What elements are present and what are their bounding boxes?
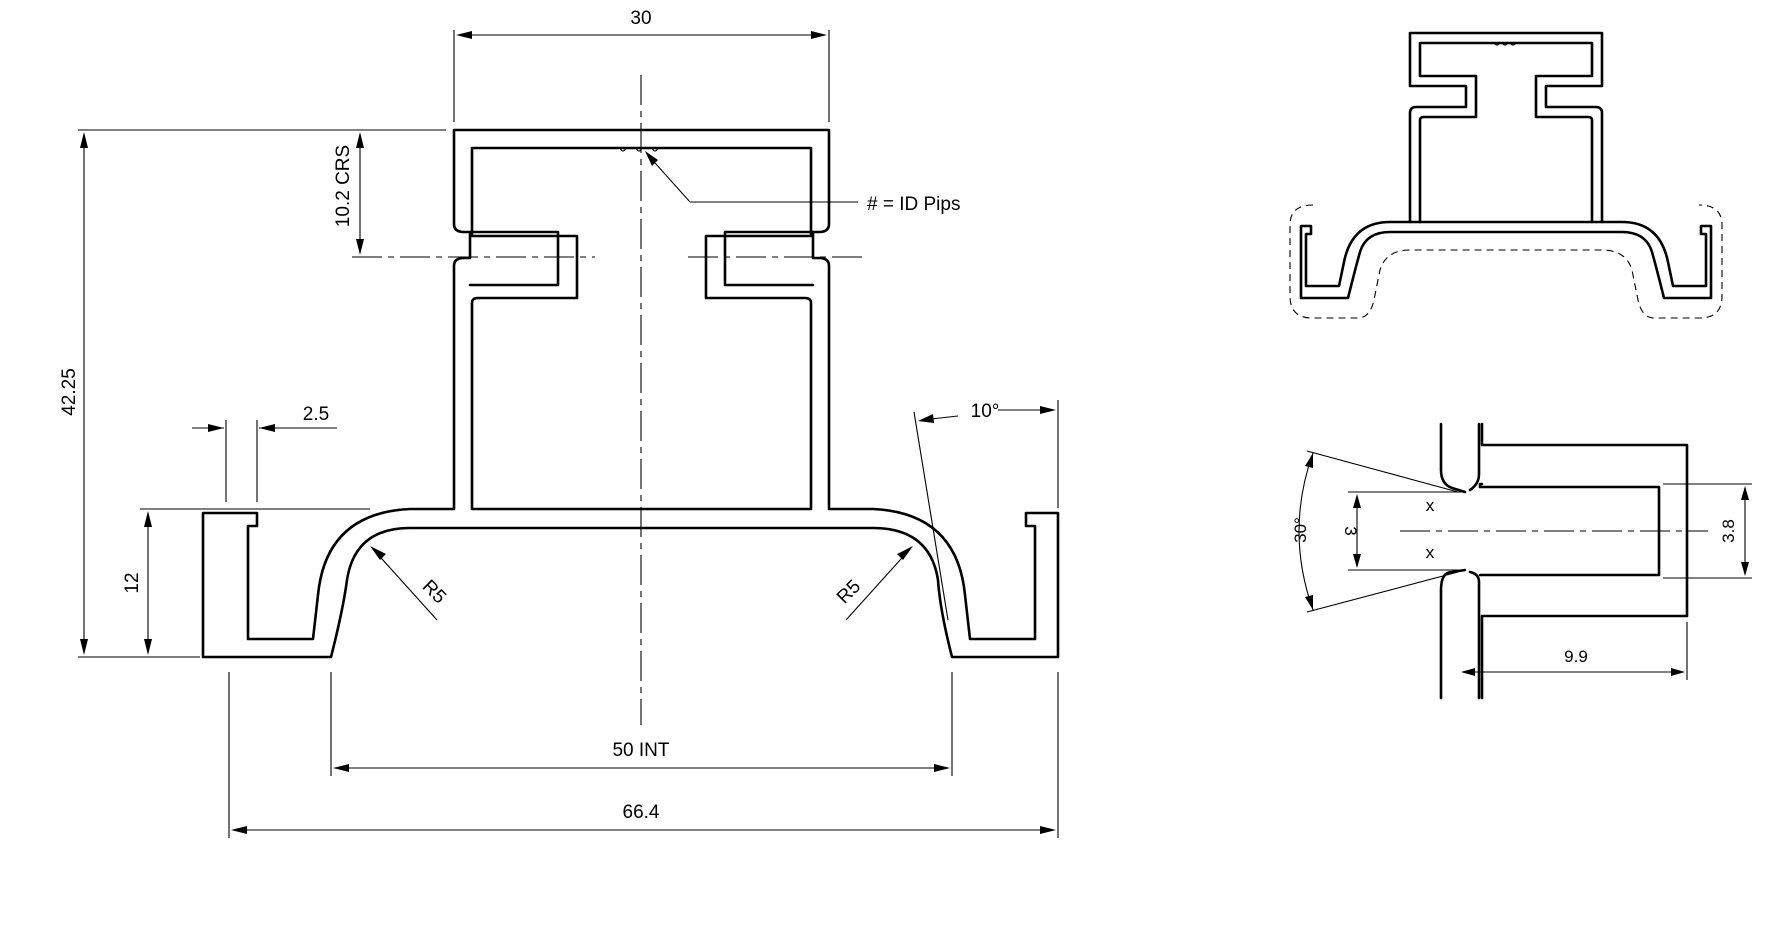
dim-foot-height: 12 [122,572,143,593]
dim-crs: 10.2 CRS [333,145,354,227]
mating-base-outline [1299,220,1713,300]
profile-inner-cavity [470,146,813,511]
detail-dim-angle: 30° [1291,517,1310,543]
dim-internal-width: 50 INT [612,740,669,761]
mating-dashed-envelope [1289,204,1723,319]
detail-left-wall-inner [1468,422,1481,700]
radius-right-leader [845,548,911,621]
detail-dim-gap: 3 [1341,526,1360,535]
detail-slot-inner [1478,482,1661,577]
detail-dim-depth: 9.9 [1564,647,1588,666]
detail-dim-slot: 3.8 [1719,519,1738,543]
detail-angle-arc [1298,452,1314,611]
dim-angle: 10° [971,401,1000,422]
slot-detail-view: 30° 3 x x 3.8 9.9 [1291,422,1752,700]
id-pips-note: # = ID Pips [867,194,960,215]
radius-left-leader [372,548,438,621]
detail-slot-body [1480,422,1689,700]
detail-left-wall [1439,422,1467,700]
detail-x-top: x [1426,496,1435,515]
dim-top-width: 30 [630,8,651,29]
mating-profile-pips [1493,42,1517,46]
detail-x-bottom: x [1426,543,1435,562]
dim-height: 42.25 [59,368,80,416]
dim-overall-width: 66.4 [623,802,660,823]
id-pips-leader [646,153,858,203]
mating-profile-inner [1418,41,1594,224]
mating-profile-outline [1408,31,1604,224]
right-slot-return [723,230,815,287]
main-profile-view: 30 42.25 10.2 CRS # = ID Pips 2.5 12 [59,8,1060,838]
mating-profile-view [1289,31,1723,319]
left-slot-return [468,230,560,287]
dim-lip: 2.5 [303,404,329,425]
